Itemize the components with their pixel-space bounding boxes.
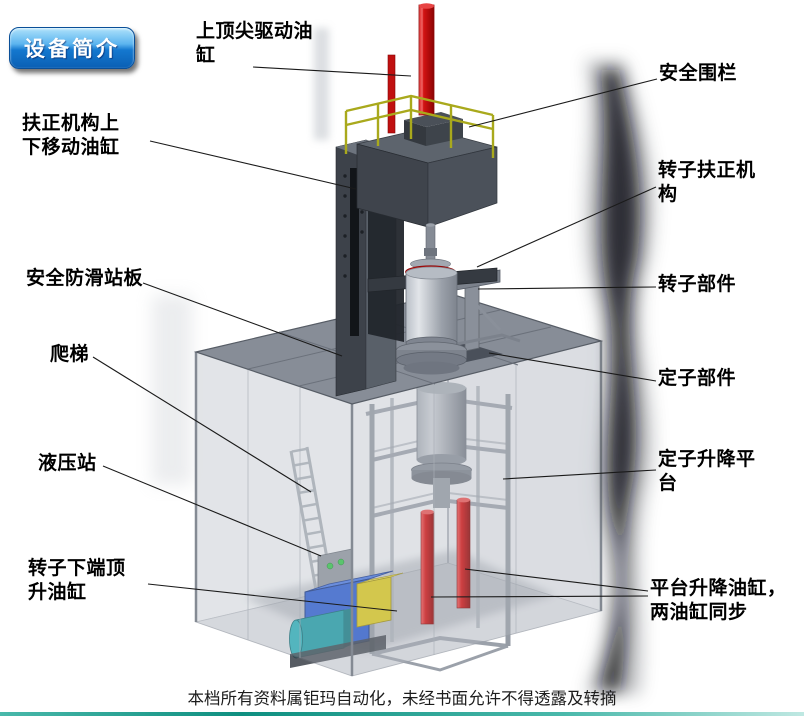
label-platform-lift-cylinders: 平台升降油缸， 两油缸同步 bbox=[650, 578, 787, 624]
stator-assembly bbox=[411, 382, 472, 508]
rotor-assembly-graphic bbox=[367, 223, 498, 375]
label-centering-updown-cylinder: 扶正机构上 下移动油缸 bbox=[22, 113, 120, 159]
label-rotor-component: 转子部件 bbox=[658, 274, 737, 295]
shadow-smudge-core bbox=[600, 70, 640, 690]
column-shadow bbox=[314, 28, 329, 140]
label-rotor-bottom-jack-cylinder: 转子下端顶 升油缸 bbox=[28, 558, 126, 604]
label-hydraulic-station: 液压站 bbox=[38, 453, 97, 474]
title-badge: 设备简介 bbox=[9, 27, 135, 69]
label-stator-component: 定子部件 bbox=[658, 368, 737, 389]
label-stator-lift-platform: 定子升降平 台 bbox=[658, 449, 756, 495]
head-assembly bbox=[356, 112, 498, 228]
label-safety-fence: 安全围栏 bbox=[659, 63, 738, 84]
footer-copyright: 本档所有资料属钜玛自动化，未经书面允许不得透露及转摘 bbox=[187, 690, 617, 708]
safety-railing-graphic bbox=[344, 94, 495, 158]
label-ladder: 爬梯 bbox=[50, 344, 90, 365]
footer-divider bbox=[0, 712, 804, 716]
label-antislip-standing-plate: 安全防滑站板 bbox=[26, 268, 144, 289]
label-top-tip-drive-cylinder: 上顶尖驱动油 缸 bbox=[196, 21, 314, 67]
main-drive-cylinder bbox=[387, 3, 435, 134]
leader-lines bbox=[92, 66, 658, 612]
wall-shadow bbox=[152, 295, 192, 485]
label-rotor-centering-mechanism: 转子扶正机 构 bbox=[658, 160, 756, 206]
lift-cylinders bbox=[420, 497, 471, 625]
